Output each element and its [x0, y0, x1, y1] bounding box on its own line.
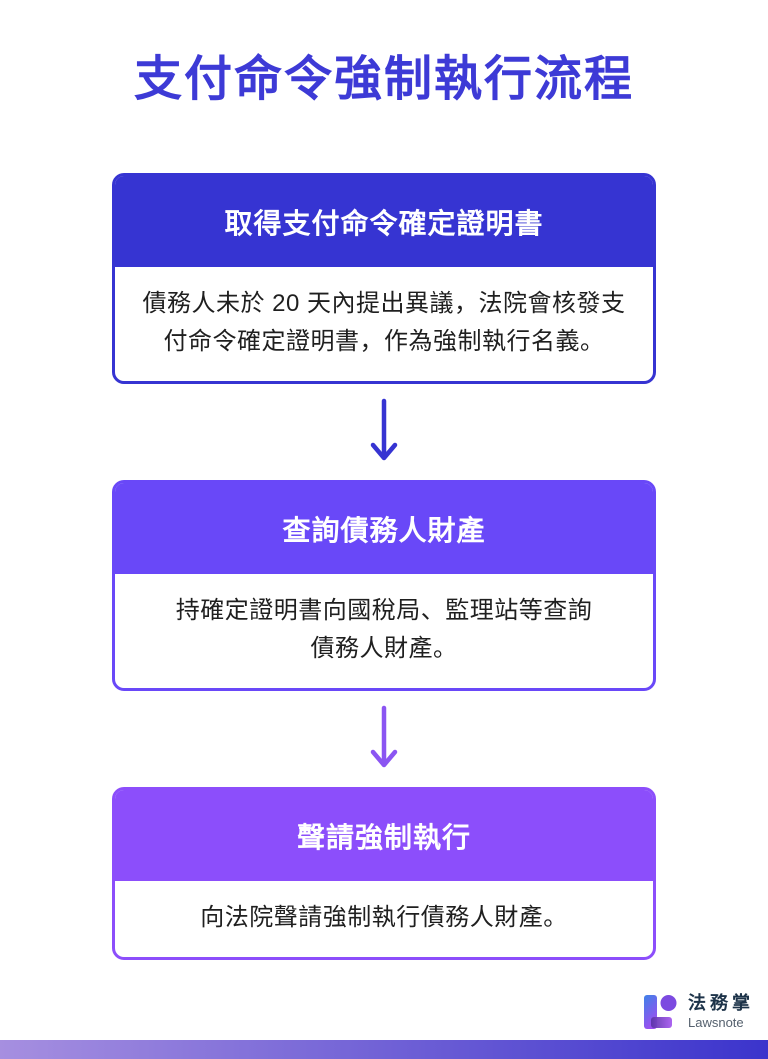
step-3-body: 向法院聲請強制執行債務人財產。 — [200, 904, 568, 932]
lawsnote-logo-icon — [644, 995, 677, 1029]
footer-gradient-bar — [0, 1040, 768, 1059]
step-1-body: 債務人未於 20 天內提出異議，法院會核發支 付命令確定證明書，作為強制執行名義… — [142, 290, 626, 356]
brand-subtitle: Lawsnote — [688, 1014, 744, 1030]
flow-step-card-1: 取得支付命令確定證明書 債務人未於 20 天內提出異議，法院會核發支 付命令確定… — [112, 173, 656, 385]
flow-diagram: 取得支付命令確定證明書 債務人未於 20 天內提出異議，法院會核發支 付命令確定… — [112, 173, 656, 961]
step-1-header: 取得支付命令確定證明書 — [115, 176, 653, 268]
flow-step-card-3: 聲請強制執行 向法院聲請強制執行債務人財產。 — [112, 787, 656, 961]
brand-text: 法務掌 Lawsnote — [688, 993, 754, 1031]
step-2-body: 持確定證明書向國稅局、監理站等查詢 債務人財產。 — [175, 597, 593, 663]
step-3-header: 聲請強制執行 — [115, 790, 653, 882]
step-2-header: 查詢債務人財產 — [115, 483, 653, 575]
brand-logo: 法務掌 Lawsnote — [643, 992, 754, 1032]
page-title: 支付命令強制執行流程 — [133, 53, 634, 106]
flow-step-card-2: 查詢債務人財產 持確定證明書向國稅局、監理站等查詢 債務人財產。 — [112, 480, 656, 692]
down-arrow-icon — [370, 398, 398, 461]
brand-name: 法務掌 — [688, 993, 754, 1014]
down-arrow-icon — [370, 705, 398, 768]
